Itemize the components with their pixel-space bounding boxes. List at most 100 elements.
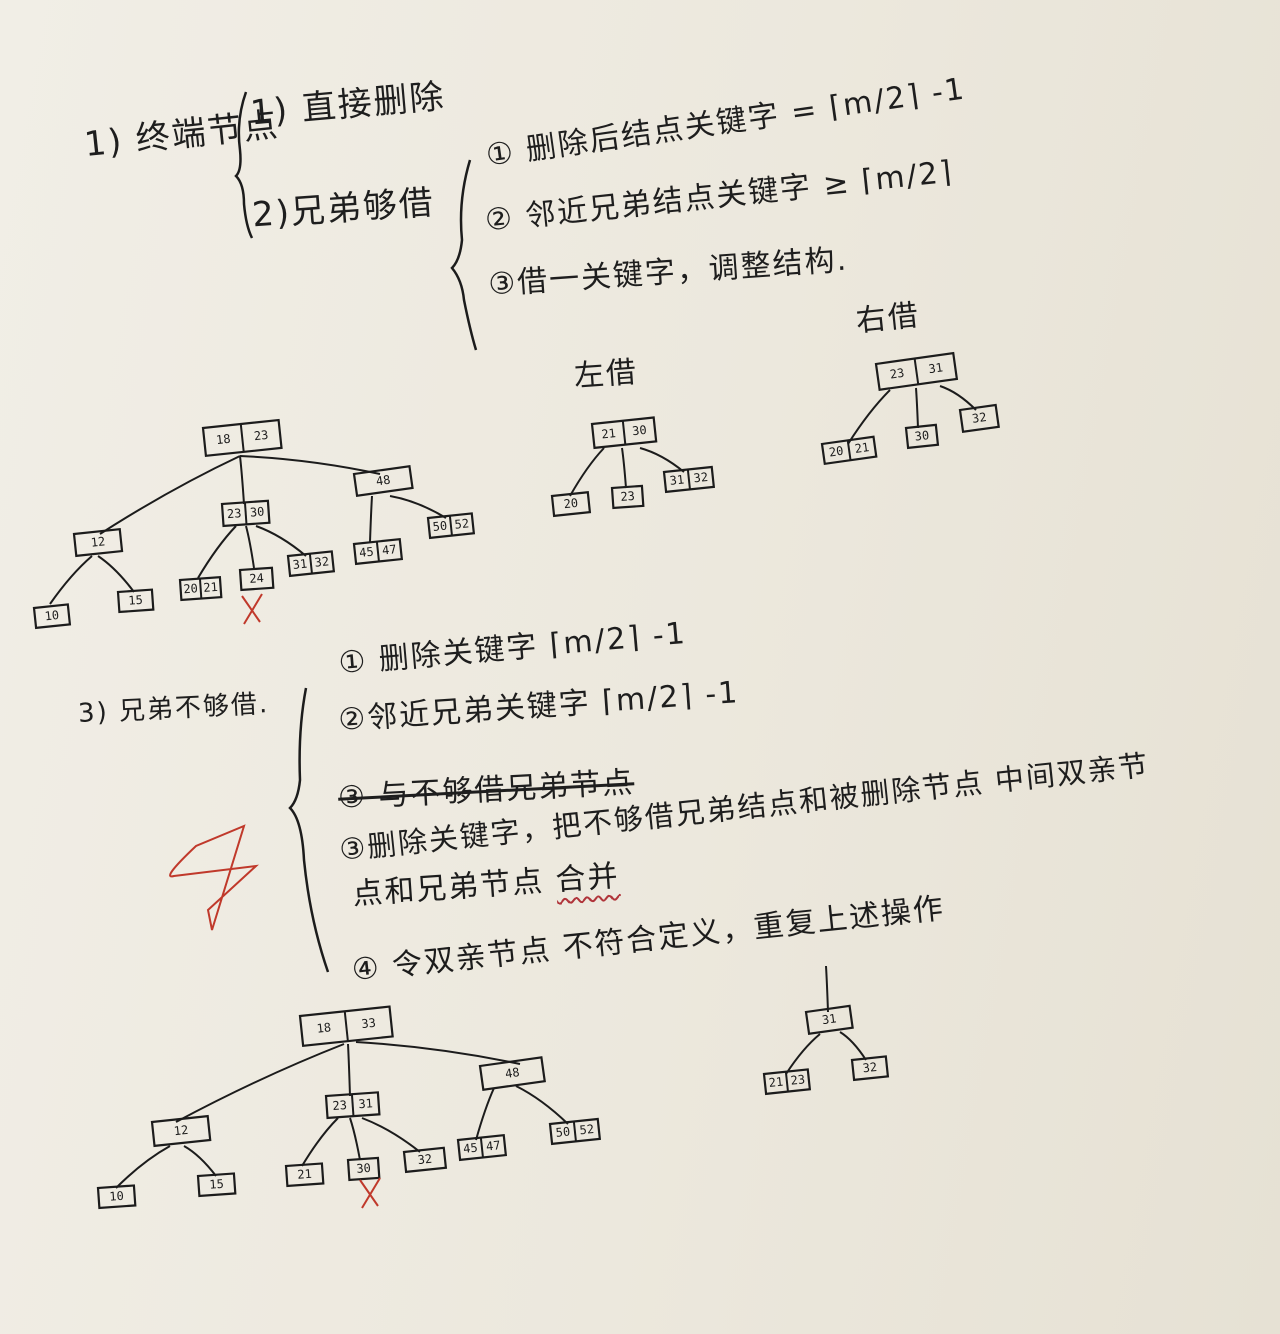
left-leaf-31-32-divider bbox=[686, 469, 691, 490]
right-root-key: 31 bbox=[928, 360, 944, 376]
merged-leaf-21-23-divider bbox=[784, 1071, 789, 1092]
tree1-root-key: 23 bbox=[253, 428, 269, 443]
tree-edge bbox=[389, 495, 447, 519]
merged-root: 31 bbox=[804, 1004, 854, 1036]
tree-edge bbox=[245, 525, 255, 569]
tree1-leaf-31-32-divider bbox=[308, 553, 313, 574]
tree2-leaf-15: 15 bbox=[196, 1172, 237, 1198]
tree2-leaf-10-key: 10 bbox=[109, 1189, 124, 1204]
right-leaf-20-21-box bbox=[820, 435, 878, 466]
tree-edge bbox=[239, 455, 381, 475]
tree2-leaf-21-box bbox=[284, 1162, 325, 1188]
tree1-leaf-10: 10 bbox=[32, 603, 72, 630]
left-leaf-23-box bbox=[610, 484, 645, 510]
tree1-right: 48 bbox=[352, 464, 414, 498]
right-leaf-30-key: 30 bbox=[914, 428, 930, 443]
tree1-leaf-50-52-key: 50 bbox=[432, 519, 448, 534]
tree1-mid-key: 30 bbox=[249, 505, 264, 520]
left-leaf-23-key: 23 bbox=[620, 489, 635, 504]
tree1-mid-key: 23 bbox=[227, 506, 242, 521]
tree-edge bbox=[839, 1031, 867, 1061]
tree-edge bbox=[355, 1041, 521, 1065]
tree2-leaf-45-47-key: 47 bbox=[485, 1138, 501, 1153]
tree1-mid: 23 30 bbox=[220, 499, 271, 528]
right-leaf-20-21-key: 20 bbox=[828, 444, 844, 460]
tree2-root-divider bbox=[343, 1011, 349, 1042]
tree1-leaf-15-box bbox=[116, 588, 155, 614]
tree2-leaf-50-52-key: 50 bbox=[555, 1124, 571, 1139]
left-root-key: 30 bbox=[632, 423, 648, 438]
tree-edge bbox=[239, 455, 245, 505]
left-leaf-31-32-key: 32 bbox=[693, 470, 709, 485]
tree-edge bbox=[915, 387, 919, 429]
tree-edge bbox=[115, 1145, 171, 1189]
tree-edge bbox=[301, 1117, 339, 1167]
right-leaf-20-21-key: 21 bbox=[854, 440, 870, 456]
tree-edge bbox=[515, 1085, 569, 1125]
tree1-leaf-45-47-key: 45 bbox=[359, 545, 375, 560]
tree2-delete-mark bbox=[359, 1177, 381, 1209]
tree2-mid-divider bbox=[350, 1094, 355, 1117]
tree1-leaf-10-box bbox=[32, 603, 72, 630]
left-leaf-20-box bbox=[550, 491, 592, 518]
tree1-root-key: 18 bbox=[215, 432, 231, 447]
tree-edge bbox=[347, 1043, 351, 1097]
tree-edge bbox=[847, 389, 891, 445]
tree1-leaf-15-key: 15 bbox=[128, 593, 143, 608]
left-leaf-20-key: 20 bbox=[563, 496, 579, 511]
tree1-leaf-15: 15 bbox=[116, 588, 155, 614]
merged-leaf-21-23-box bbox=[762, 1068, 812, 1096]
tree1-leaf-45-47-key: 47 bbox=[381, 542, 397, 557]
tree1-leaf-31-32-box bbox=[286, 550, 336, 578]
tree2-leaf-32-key: 32 bbox=[417, 1152, 433, 1167]
tree-edge bbox=[97, 555, 135, 593]
tree2-leaf-50-52-key: 52 bbox=[579, 1122, 595, 1137]
tree-edge bbox=[939, 385, 977, 411]
tree2-leaf-10: 10 bbox=[96, 1184, 137, 1210]
tree1-leaf-24: 24 bbox=[238, 566, 275, 592]
tree1-left: 12 bbox=[72, 527, 124, 558]
tree1-leaf-24-box bbox=[238, 566, 275, 592]
right-root-divider bbox=[913, 358, 920, 385]
merged-leaf-21-23-key: 21 bbox=[768, 1075, 784, 1090]
tree-edge bbox=[197, 525, 237, 579]
brace-merge bbox=[288, 687, 330, 973]
tree-edge bbox=[475, 1087, 495, 1141]
left-root-key: 21 bbox=[601, 426, 617, 441]
tree1-leaf-45-47: 45 47 bbox=[352, 537, 404, 566]
tree1-right-box bbox=[352, 464, 414, 498]
right-leaf-32: 32 bbox=[958, 403, 1000, 434]
tree2-left-key: 12 bbox=[173, 1123, 189, 1138]
tree2-leaf-32-box bbox=[402, 1146, 448, 1174]
left-leaf-20: 20 bbox=[550, 491, 592, 518]
brace-case1 bbox=[234, 91, 254, 239]
right-leaf-30-box bbox=[904, 423, 940, 450]
tree2-leaf-21-key: 21 bbox=[297, 1167, 312, 1182]
tree-edge bbox=[621, 447, 627, 489]
tree2-leaf-50-52-divider bbox=[572, 1121, 577, 1142]
merged-root-key: 31 bbox=[821, 1011, 837, 1027]
left-root-divider bbox=[621, 420, 627, 445]
left-leaf-23: 23 bbox=[610, 484, 645, 510]
tree1-leaf-50-52-box bbox=[426, 512, 476, 540]
tree2-root-key: 18 bbox=[316, 1020, 332, 1035]
star-doodle bbox=[169, 824, 259, 931]
tree-edge bbox=[825, 965, 829, 1013]
tree1-leaf-50-52-divider bbox=[448, 515, 453, 536]
tree2-leaf-30-key: 30 bbox=[356, 1161, 371, 1176]
